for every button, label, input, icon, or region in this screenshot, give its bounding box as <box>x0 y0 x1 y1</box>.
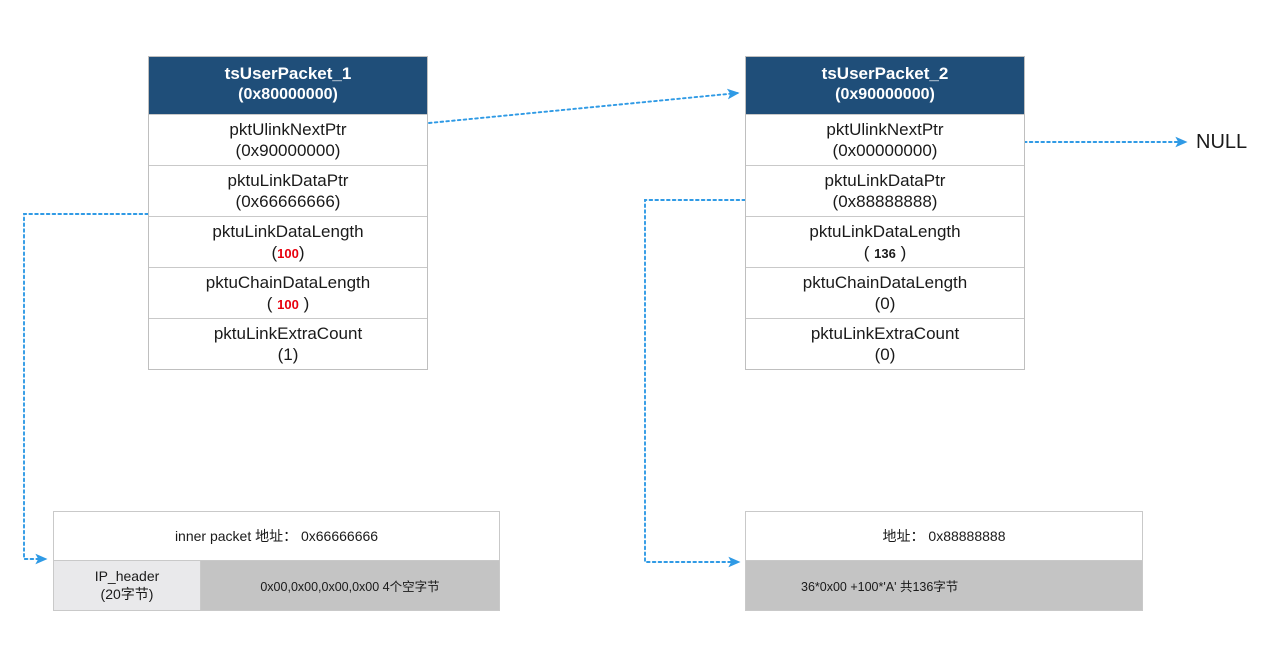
value-paren-close: ) <box>298 242 305 262</box>
value-number: 136 <box>874 245 896 261</box>
field-label: pktUlinkNextPtr <box>229 120 347 139</box>
field-value: (1) <box>277 344 299 364</box>
field-value: (0x00000000) <box>832 140 938 160</box>
struct-tsUserPacket-2: tsUserPacket_2 (0x90000000) pktUlinkNext… <box>745 56 1025 370</box>
struct-1-row-pktuLinkExtraCount: pktuLinkExtraCount (1) <box>149 318 427 369</box>
arrow-pkt1-dataptr-to-buffer1 <box>23 213 149 565</box>
memory-block-1-address: inner packet 地址： 0x66666666 <box>54 512 499 560</box>
struct-1-row-pktuChainDataLength: pktuChainDataLength ( 100 ) <box>149 267 427 318</box>
value-paren-close: ) <box>298 293 310 313</box>
struct-1-row-pktuLinkDataLength: pktuLinkDataLength (100) <box>149 216 427 267</box>
value-paren-open: ( <box>271 242 278 262</box>
memory-block-payload: 地址： 0x88888888 36*0x00 +100*'A' 共136字节 <box>745 511 1143 611</box>
field-value: (0x88888888) <box>832 191 938 211</box>
struct-1-row-pktuLinkDataPtr: pktuLinkDataPtr (0x66666666) <box>149 165 427 216</box>
field-value: (0x90000000) <box>235 140 341 160</box>
struct-1-address: (0x80000000) <box>238 85 338 103</box>
memory-block-2-body-text: 36*0x00 +100*'A' 共136字节 <box>746 561 1142 610</box>
field-value: (0) <box>874 293 896 313</box>
field-label: pktuLinkDataLength <box>212 222 364 241</box>
field-value: ( 100 ) <box>149 294 427 315</box>
field-value: ( 136 ) <box>746 243 1024 264</box>
struct-1-title: tsUserPacket_1 <box>224 64 352 83</box>
memory-block-1-payload: IP_header (20字节) 0x00,0x00,0x00,0x00 4个空… <box>54 560 499 610</box>
struct-1-row-pktUlinkNextPtr: pktUlinkNextPtr (0x90000000) <box>149 114 427 165</box>
field-label: pktuLinkDataPtr <box>824 171 946 190</box>
memory-block-2-address: 地址： 0x88888888 <box>746 512 1142 560</box>
struct-tsUserPacket-1: tsUserPacket_1 (0x80000000) pktUlinkNext… <box>148 56 428 370</box>
struct-2-row-pktuChainDataLength: pktuChainDataLength (0) <box>746 267 1024 318</box>
value-paren-open: ( <box>266 293 278 313</box>
arrow-pkt1-next-to-pkt2 <box>428 88 740 124</box>
value-paren-open: ( <box>863 242 875 262</box>
struct-2-address: (0x90000000) <box>835 85 935 103</box>
field-label: pktuLinkExtraCount <box>810 324 960 343</box>
value-highlighted: 100 <box>277 296 299 312</box>
struct-2-title: tsUserPacket_2 <box>821 64 949 83</box>
value-paren-close: ) <box>895 242 907 262</box>
ip-header-size: (20字节) <box>100 585 154 602</box>
field-label: pktuLinkDataLength <box>809 222 961 241</box>
field-label: pktuChainDataLength <box>205 273 371 292</box>
struct-2-row-pktuLinkDataLength: pktuLinkDataLength ( 136 ) <box>746 216 1024 267</box>
field-value: (0) <box>874 344 896 364</box>
memory-block-2-payload: 36*0x00 +100*'A' 共136字节 <box>746 560 1142 610</box>
struct-1-header: tsUserPacket_1 (0x80000000) <box>149 57 427 114</box>
struct-2-row-pktuLinkExtraCount: pktuLinkExtraCount (0) <box>746 318 1024 369</box>
memory-block-inner-packet: inner packet 地址： 0x66666666 IP_header (2… <box>53 511 500 611</box>
field-label: pktuChainDataLength <box>802 273 968 292</box>
struct-2-header: tsUserPacket_2 (0x90000000) <box>746 57 1024 114</box>
field-label: pktuLinkDataPtr <box>227 171 349 190</box>
memory-block-1-body-text: 0x00,0x00,0x00,0x00 4个空字节 <box>201 561 499 610</box>
null-pointer-label: NULL <box>1196 131 1248 153</box>
field-value: (100) <box>149 243 427 264</box>
struct-2-row-pktuLinkDataPtr: pktuLinkDataPtr (0x88888888) <box>746 165 1024 216</box>
arrow-pkt2-dataptr-to-buffer2 <box>644 199 746 568</box>
field-value: (0x66666666) <box>235 191 341 211</box>
value-highlighted: 100 <box>277 245 299 261</box>
ip-header-title: IP_header <box>94 568 160 584</box>
field-label: pktuLinkExtraCount <box>213 324 363 343</box>
ip-header-cell: IP_header (20字节) <box>54 561 201 610</box>
struct-2-row-pktUlinkNextPtr: pktUlinkNextPtr (0x00000000) <box>746 114 1024 165</box>
field-label: pktUlinkNextPtr <box>826 120 944 139</box>
